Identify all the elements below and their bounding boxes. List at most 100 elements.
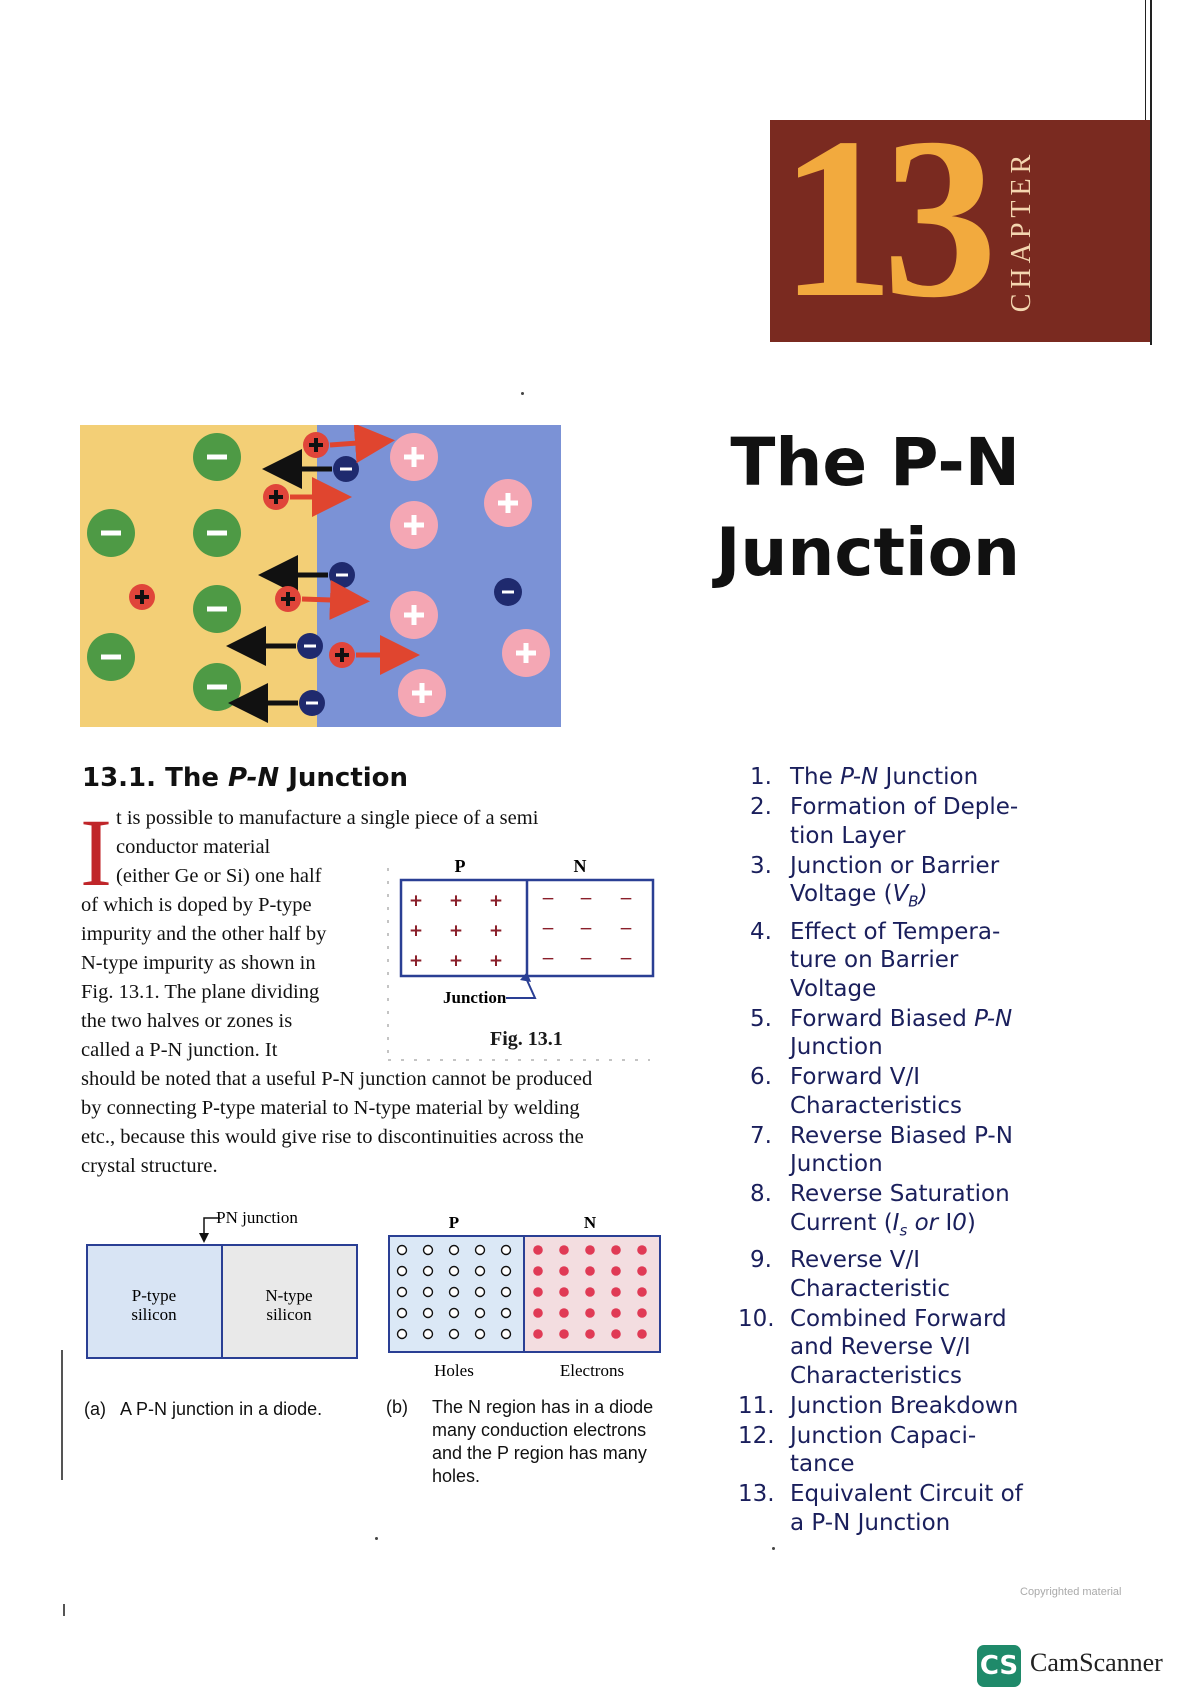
toc-item-number: 6. xyxy=(750,1064,772,1091)
body-line-13: crystal structure. xyxy=(81,1155,218,1177)
electron-marker xyxy=(533,1287,543,1297)
fig131-label-p: P xyxy=(455,856,466,876)
electron-marker xyxy=(533,1308,543,1318)
svg-text:−: − xyxy=(541,919,555,939)
hole-marker xyxy=(500,1265,512,1277)
scan-dot xyxy=(772,1547,775,1550)
electron-marker xyxy=(533,1266,543,1276)
body-line-11: by connecting P-type material to N-type … xyxy=(81,1097,580,1119)
svg-text:+: + xyxy=(489,891,503,911)
body-line-8: the two halves or zones is xyxy=(81,1010,293,1032)
hole-marker xyxy=(422,1328,434,1340)
svg-text:−: − xyxy=(541,949,555,969)
fig131-junction-label: Junction xyxy=(443,988,507,1007)
page-edge-rule xyxy=(1150,0,1152,345)
figa-caption-tag: (a) xyxy=(84,1399,106,1419)
body-line-9: called a P-N junction. It xyxy=(81,1039,278,1061)
toc-item-line: Equivalent Circuit of xyxy=(790,1481,1023,1508)
toc-item-line: Junction or Barrier xyxy=(790,852,1000,879)
toc-item-line: Formation of Deple- xyxy=(790,794,1019,820)
fig131-junction-pointer xyxy=(506,977,537,999)
body-line-10: should be noted that a useful P-N juncti… xyxy=(81,1068,593,1090)
svg-text:+: + xyxy=(449,891,463,911)
toc-item-line: Junction Capaci- xyxy=(790,1422,977,1449)
camscanner-app-name: CamScanner xyxy=(1030,1648,1163,1677)
electron-marker xyxy=(559,1245,569,1255)
toc-item-line: and Reverse V/I xyxy=(790,1334,971,1361)
svg-text:+: + xyxy=(449,921,463,941)
svg-text:−: − xyxy=(541,889,555,909)
body-line-4: of which is doped by P-type xyxy=(81,894,312,916)
figa-n-type-line1: N-type xyxy=(265,1286,312,1305)
body-line-2-text: conductor material xyxy=(116,836,271,858)
toc-item-line: Reverse Saturation xyxy=(790,1181,1010,1208)
pn-junction-illustration xyxy=(80,425,561,727)
figa-p-type-line2: silicon xyxy=(131,1305,177,1324)
figa-caption: (a) A P-N junction in a diode. xyxy=(84,1398,322,1421)
chapter-title-line1: The P-N xyxy=(730,424,1020,501)
electron-marker xyxy=(559,1266,569,1276)
hole-marker xyxy=(422,1265,434,1277)
toc-item-line: Junction Breakdown xyxy=(790,1392,1019,1419)
body-line-1: t is possible to manufacture a single pi… xyxy=(116,807,539,829)
figa-p-type-line1: P-type xyxy=(132,1286,176,1305)
figb-electrons-label: Electrons xyxy=(560,1361,624,1380)
toc-item-line: Voltage xyxy=(790,975,877,1002)
electron-marker xyxy=(611,1266,621,1276)
hole-marker xyxy=(474,1265,486,1277)
chapter-number: 13 xyxy=(779,120,998,342)
svg-text:+: + xyxy=(409,951,423,971)
page-edge-rule-thin xyxy=(1145,0,1146,120)
svg-text:−: − xyxy=(619,889,633,909)
hole-marker xyxy=(448,1307,460,1319)
fig131-caption: Fig. 13.1 xyxy=(490,1028,563,1050)
svg-text:+: + xyxy=(489,921,503,941)
donor-ion-group xyxy=(390,433,550,717)
figb-caption-line-4: holes. xyxy=(432,1466,481,1486)
figa-p-type-box xyxy=(86,1244,223,1359)
figb-caption-line-2: many conduction electrons xyxy=(432,1420,647,1440)
section-heading-post: Junction xyxy=(279,763,409,793)
electron-marker xyxy=(637,1287,647,1297)
toc-item-2: 2.Formation of Deple-tion Layer xyxy=(738,793,1068,850)
margin-tick xyxy=(63,1604,65,1616)
toc-item-line: Voltage (VB) xyxy=(790,881,928,911)
toc-item-number: 9. xyxy=(750,1247,772,1274)
electron-marker xyxy=(637,1308,647,1318)
figb-caption: (b) The N region has in a diode many con… xyxy=(386,1396,686,1488)
drop-cap: I xyxy=(80,799,112,906)
figb-caption-tag: (b) xyxy=(386,1397,408,1417)
hole-marker xyxy=(396,1328,408,1340)
section-heading: 13.1. The P-N Junction xyxy=(82,763,408,793)
hole-marker xyxy=(396,1244,408,1256)
electron-marker xyxy=(585,1266,595,1276)
hole-marker xyxy=(448,1328,460,1340)
svg-text:−: − xyxy=(579,889,593,909)
body-line-2: conductor material xyxy=(116,833,356,862)
figa-n-type-line2: silicon xyxy=(266,1305,312,1324)
toc-item-line: tion Layer xyxy=(790,822,906,849)
chapter-box: 13 CHAPTER xyxy=(770,120,1150,342)
electron-marker xyxy=(585,1308,595,1318)
figb-holes xyxy=(396,1244,512,1340)
toc-item-number: 5. xyxy=(750,1005,772,1032)
figure-13-1: P N +++ +++ +++ −−− −−− −−− Junction xyxy=(387,856,655,1061)
electron-marker xyxy=(585,1329,595,1339)
electron-marker xyxy=(585,1287,595,1297)
margin-mark xyxy=(61,1350,63,1480)
figb-electrons xyxy=(533,1245,647,1339)
figa-pointer-head xyxy=(199,1233,209,1243)
section-heading-pre: The xyxy=(165,763,229,793)
figa-pointer xyxy=(203,1217,220,1235)
electron-marker xyxy=(637,1329,647,1339)
fig131-minus-signs: −−− −−− −−− xyxy=(541,889,633,969)
scan-dot xyxy=(521,392,524,395)
figb-caption-line-3: and the P region has many xyxy=(432,1443,647,1463)
figb-holes-label: Holes xyxy=(434,1361,474,1380)
hole-marker xyxy=(500,1307,512,1319)
toc-item-number: 13. xyxy=(738,1481,775,1508)
